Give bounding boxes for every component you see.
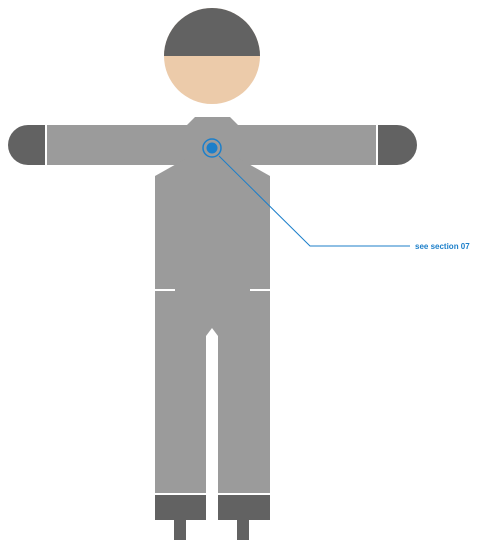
left-boot [155,495,206,520]
left-glove [8,125,47,165]
head [164,8,260,104]
coverall-body [155,117,270,494]
boots [155,494,270,540]
right-glove [377,125,417,165]
location-marker-dot [207,143,218,154]
right-boot-heel [237,520,249,540]
left-boot-heel [174,520,186,540]
right-boot [218,495,270,520]
callout-label: see section 07 [415,242,470,251]
cap [164,8,260,56]
